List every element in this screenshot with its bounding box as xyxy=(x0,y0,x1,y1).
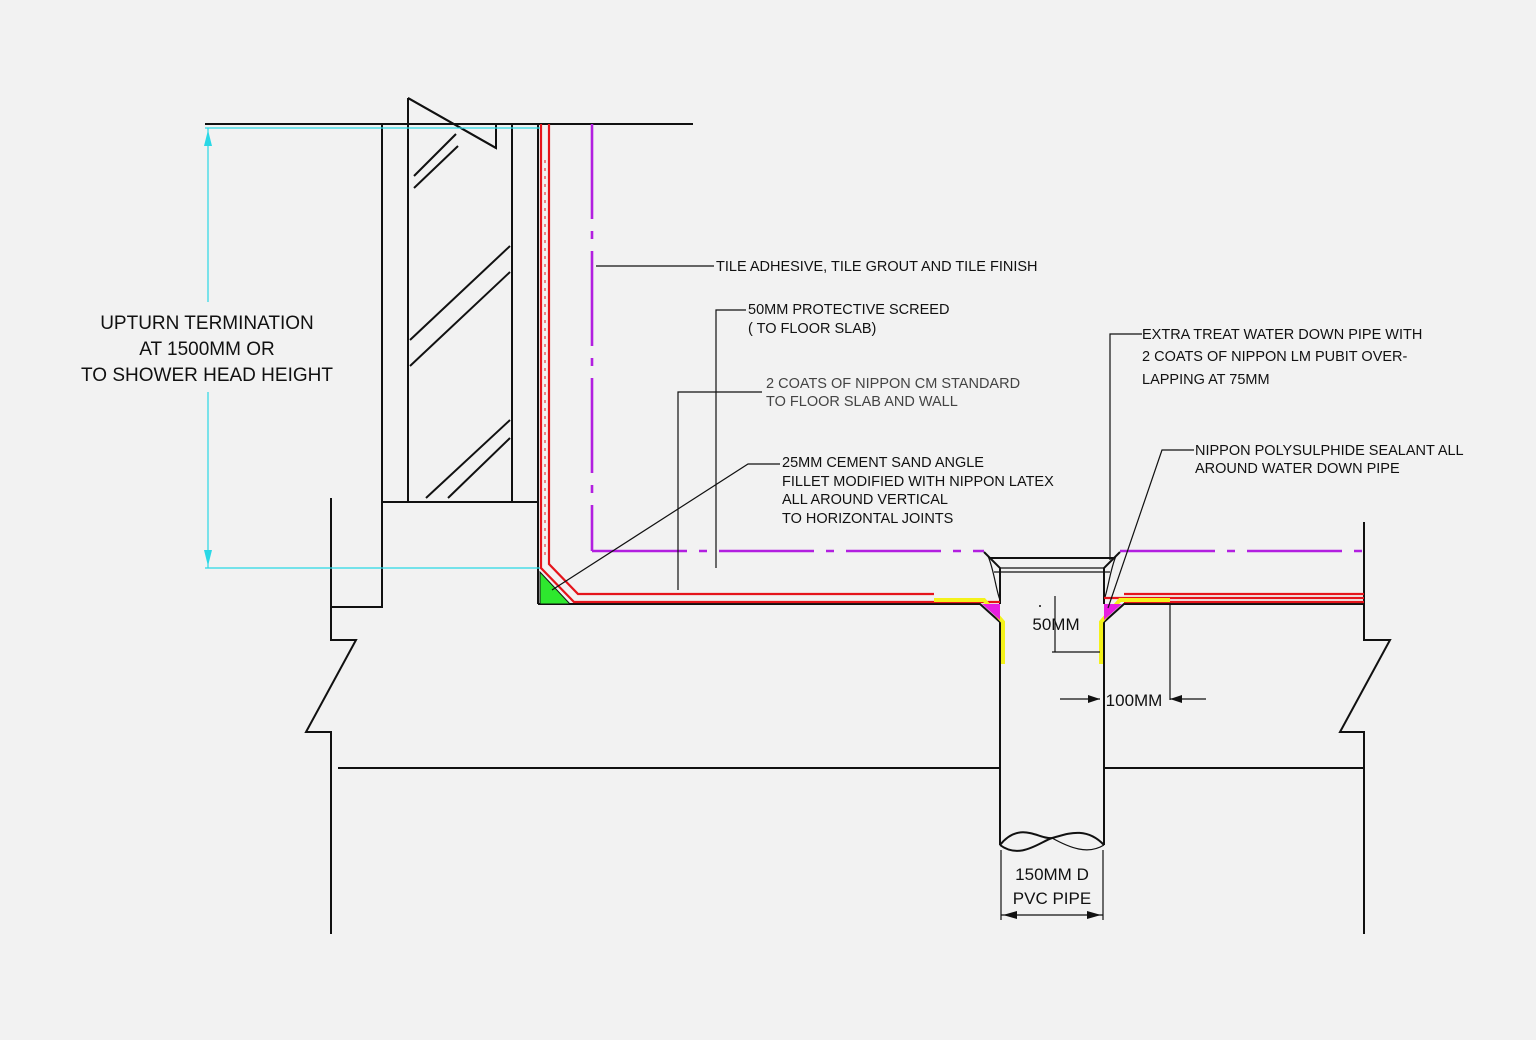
sealant-right xyxy=(1104,604,1122,620)
leader-lines xyxy=(551,265,1194,609)
wall xyxy=(205,97,693,608)
upturn-label-line1: UPTURN TERMINATION xyxy=(100,313,314,334)
tile-label: TILE ADHESIVE, TILE GROUT AND TILE FINIS… xyxy=(716,259,1038,275)
dimension-50mm-label: 50MM xyxy=(1032,615,1079,634)
floor-slab xyxy=(304,522,1392,934)
extra-treat-label-line1: EXTRA TREAT WATER DOWN PIPE WITH xyxy=(1142,327,1422,343)
tile-finish xyxy=(590,124,1364,553)
upturn-label-line3: TO SHOWER HEAD HEIGHT xyxy=(81,365,333,386)
screed-label-line2: ( TO FLOOR SLAB) xyxy=(748,321,876,337)
sealant-left xyxy=(982,604,1000,620)
dimension-pipe xyxy=(1000,850,1104,920)
pipe-label-line2: PVC PIPE xyxy=(1013,889,1091,908)
screed-label-line1: 50MM PROTECTIVE SCREED xyxy=(748,302,949,318)
dimension-100mm xyxy=(1060,604,1206,703)
fillet-label-line2: FILLET MODIFIED WITH NIPPON LATEX xyxy=(782,474,1054,490)
fillet-label-line3: ALL AROUND VERTICAL xyxy=(782,492,948,508)
extra-treat-label-line2: 2 COATS OF NIPPON LM PUBIT OVER- xyxy=(1142,349,1408,365)
upturn-dimension xyxy=(204,127,540,569)
cm-standard-label-line1: 2 COATS OF NIPPON CM STANDARD xyxy=(766,376,1020,392)
dimension-100mm-label: 100MM xyxy=(1106,691,1163,710)
pipe-label-line1: 150MM D xyxy=(1015,865,1089,884)
cm-standard-label-line2: TO FLOOR SLAB AND WALL xyxy=(766,394,958,410)
sealant-label-line2: AROUND WATER DOWN PIPE xyxy=(1195,461,1400,477)
upturn-label-line2: AT 1500MM OR xyxy=(139,339,275,360)
fillet-label-line1: 25MM CEMENT SAND ANGLE xyxy=(782,455,984,471)
dimension-50mm xyxy=(1039,596,1100,653)
sealant-label-line1: NIPPON POLYSULPHIDE SEALANT ALL xyxy=(1195,443,1464,459)
extra-treat-label-line3: LAPPING AT 75MM xyxy=(1142,372,1270,388)
fillet-label-line4: TO HORIZONTAL JOINTS xyxy=(782,511,953,527)
pvc-pipe xyxy=(983,551,1121,852)
